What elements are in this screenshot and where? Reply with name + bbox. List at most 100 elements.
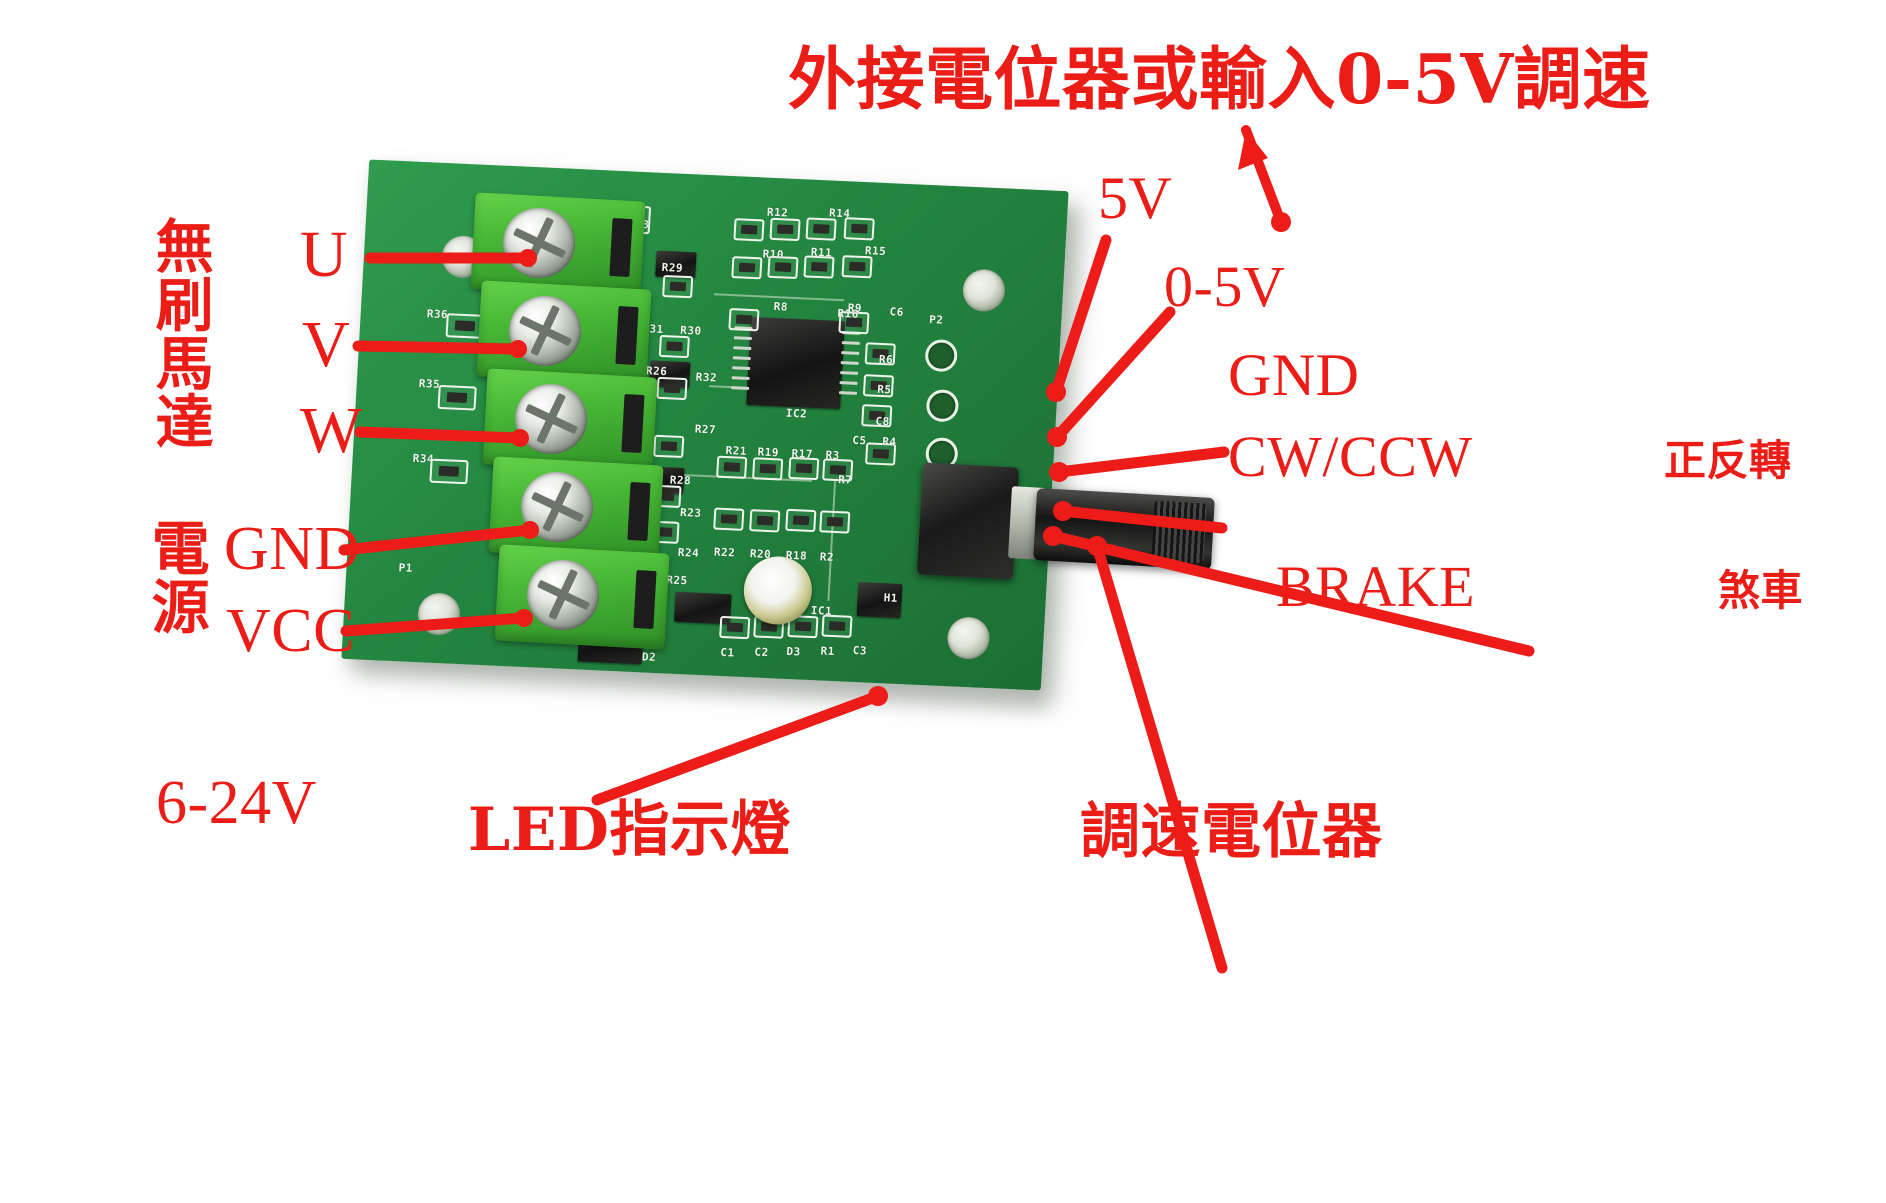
power-group-label: 電源 — [141, 518, 210, 635]
ic-pin — [840, 371, 859, 375]
motor-group-label: 無刷馬達 — [145, 216, 214, 450]
label-pin-brake: BRAKE — [1276, 554, 1476, 619]
knurled-grip — [1151, 500, 1207, 564]
silkscreen-ref: R35 — [418, 376, 441, 391]
pcb-substrate: R36R35R34P1R33Q3IC5R29R10R11R15R12R14R8R… — [341, 159, 1069, 691]
ic-pin — [732, 366, 751, 370]
resistor-pad — [719, 615, 751, 640]
label-phase-w: W — [300, 394, 363, 467]
mount-hole — [416, 592, 462, 637]
resistor-pad — [429, 458, 469, 485]
leader-speed-pot — [1091, 540, 1228, 974]
resistor-pad — [785, 508, 817, 533]
arrow-dot-top — [1271, 212, 1291, 232]
label-pin-brake-cjk: 煞車 — [1718, 566, 1804, 615]
ic2-chip — [746, 316, 846, 410]
silkscreen-ref: R18 — [785, 548, 808, 563]
arrowhead-top — [1238, 130, 1268, 170]
silkscreen-ref: R29 — [661, 260, 684, 275]
silkscreen-ref: R26 — [645, 364, 668, 379]
silkscreen-ref: R25 — [665, 573, 689, 588]
resistor-pad — [713, 507, 745, 531]
ic-pin — [841, 351, 860, 355]
ic-pin — [839, 381, 858, 385]
pcb-board: R36R35R34P1R33Q3IC5R29R10R11R15R12R14R8R… — [341, 159, 1215, 730]
resistor-pad — [819, 510, 851, 534]
silkscreen-ref: C6 — [889, 305, 905, 319]
resistor-pad — [821, 614, 853, 638]
silkscreen-ref: C8 — [875, 414, 891, 429]
label-pin-5v: 5V — [1098, 165, 1173, 231]
arrow-shaft-top — [1241, 125, 1286, 227]
silkscreen-ref: R11 — [810, 245, 833, 260]
silkscreen-ref: R1 — [820, 644, 836, 659]
wire-slot — [627, 482, 651, 542]
silkscreen-ref: H1 — [883, 591, 899, 605]
screw-head — [501, 205, 577, 280]
silkscreen-ref: P1 — [398, 561, 414, 575]
label-power-gnd: GND — [224, 515, 360, 583]
ic-pin — [838, 391, 858, 395]
silkscreen-ref: R30 — [679, 323, 702, 338]
wire-slot — [621, 394, 645, 454]
resistor-pad — [843, 217, 875, 241]
screw-head — [525, 557, 601, 632]
resistor-pad — [841, 255, 873, 279]
silkscreen-ref: R7 — [837, 473, 853, 487]
silkscreen-ref: C5 — [852, 433, 867, 448]
silkscreen-ref: R2 — [819, 550, 835, 564]
label-led-indicator: LED指示燈 — [468, 795, 791, 865]
silkscreen-ref: R19 — [757, 445, 780, 460]
resistor-pad — [716, 455, 748, 479]
ic-pin — [733, 336, 752, 341]
silkscreen-ref: R20 — [749, 547, 772, 562]
screw-head — [507, 293, 583, 368]
silkscreen-ref: R14 — [828, 206, 851, 221]
silkscreen-ref: D2 — [641, 650, 657, 665]
label-pin-cwccw: CW/CCW — [1228, 424, 1473, 489]
label-speed-potentiometer: 調速電位器 — [1080, 797, 1383, 867]
silkscreen-ref: D3 — [786, 644, 802, 659]
potentiometer-body[interactable] — [916, 462, 1020, 580]
label-pin-0-5v: 0-5V — [1164, 254, 1286, 319]
resistor-pad — [752, 457, 784, 481]
terminal-vcc — [494, 544, 670, 650]
ic-pin — [731, 386, 750, 390]
header-pin-0-5v — [925, 389, 960, 423]
screw-head — [513, 381, 589, 456]
resistor-pad — [653, 434, 685, 459]
screw-head — [519, 469, 595, 544]
ic-pin — [731, 376, 750, 380]
wire-slot — [615, 306, 639, 366]
silkscreen-ref: R28 — [669, 473, 692, 488]
silkscreen-ref: R3 — [825, 448, 841, 463]
resistor-pad — [662, 274, 694, 299]
label-pin-gnd: GND — [1228, 342, 1360, 408]
label-voltage-range: 6-24V — [156, 769, 317, 837]
mount-hole — [946, 616, 991, 661]
label-power-vcc: VCC — [226, 597, 355, 665]
resistor-pad — [728, 308, 760, 332]
silkscreen-ref: R9 — [847, 301, 863, 315]
silkscreen-ref: C2 — [754, 645, 770, 660]
silkscreen-ref: R6 — [878, 352, 894, 367]
wire-slot — [609, 218, 633, 278]
silkscreen-ref: C3 — [852, 643, 868, 658]
silkscreen-ref: R34 — [412, 451, 435, 466]
ic-pin — [840, 361, 859, 365]
silkscreen-ref: R21 — [725, 443, 748, 458]
silkscreen-ref: R4 — [881, 435, 897, 449]
silkscreen-ref: IC1 — [810, 603, 833, 618]
resistor-pad — [805, 217, 837, 241]
silkscreen-ref: R27 — [694, 422, 717, 437]
copper-trace — [827, 480, 837, 601]
mount-hole — [961, 268, 1007, 313]
silkscreen-ref: R22 — [713, 545, 736, 560]
wire-slot — [633, 570, 657, 630]
resistor-pad — [656, 376, 688, 401]
ic-pin — [732, 356, 751, 361]
potentiometer-shaft[interactable] — [1033, 488, 1215, 570]
silkscreen-ref: R32 — [695, 370, 718, 385]
resistor-pad — [437, 384, 477, 411]
